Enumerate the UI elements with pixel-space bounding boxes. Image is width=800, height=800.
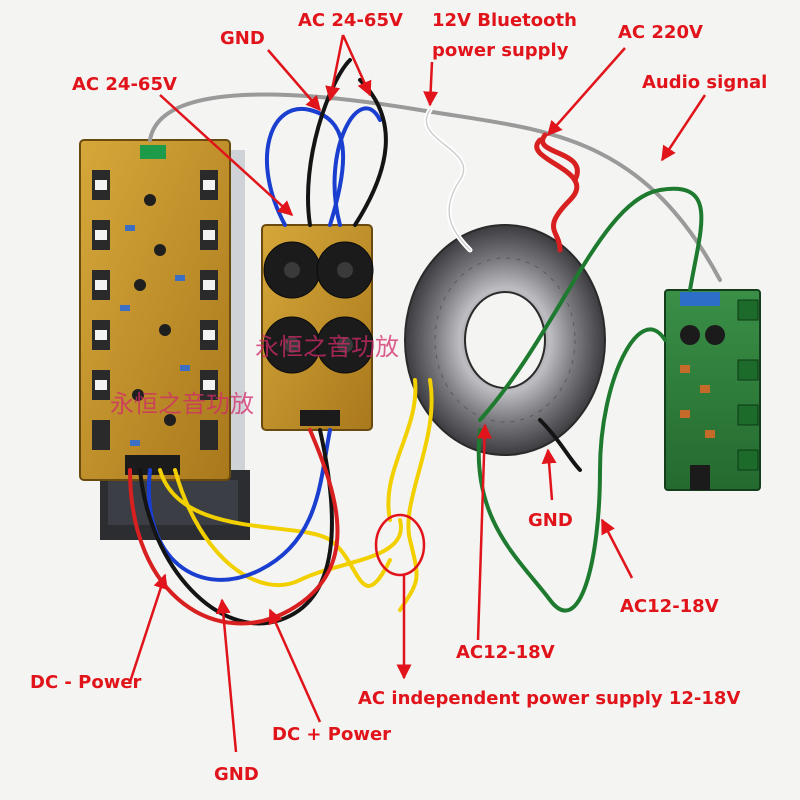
annotation-arrows — [128, 34, 707, 753]
label-gnd-mid: GND — [528, 510, 573, 531]
label-audio-signal: Audio signal — [642, 72, 768, 93]
label-ac-24-65v-top: AC 24-65V — [298, 10, 403, 31]
input-terminal — [140, 145, 166, 159]
label-ac-24-65v-left: AC 24-65V — [72, 74, 177, 95]
label-dc-minus-power: DC - Power — [30, 672, 142, 693]
label-power-supply: power supply — [432, 40, 569, 61]
amplifier-board — [79, 139, 231, 481]
watermark-1: 永恒之音功放 — [255, 333, 399, 361]
label-dc-plus-power: DC + Power — [272, 724, 392, 745]
label-gnd-top: GND — [220, 28, 265, 49]
tone-control-board — [664, 289, 761, 491]
watermark-2: 永恒之音功放 — [110, 390, 254, 418]
label-ac12-18v-center: AC12-18V — [456, 642, 555, 663]
label-gnd-bottom: GND — [214, 764, 259, 785]
label-ac12-18v-right: AC12-18V — [620, 596, 719, 617]
rectifier-board — [261, 224, 374, 431]
label-12v-bluetooth: 12V Bluetooth — [432, 10, 577, 31]
label-ac-220v: AC 220V — [618, 22, 703, 43]
label-ac-independent-power: AC independent power supply 12-18V — [358, 688, 741, 709]
power-terminal — [125, 455, 180, 475]
highlight-circle — [374, 513, 426, 577]
toroidal-transformer — [404, 224, 606, 456]
